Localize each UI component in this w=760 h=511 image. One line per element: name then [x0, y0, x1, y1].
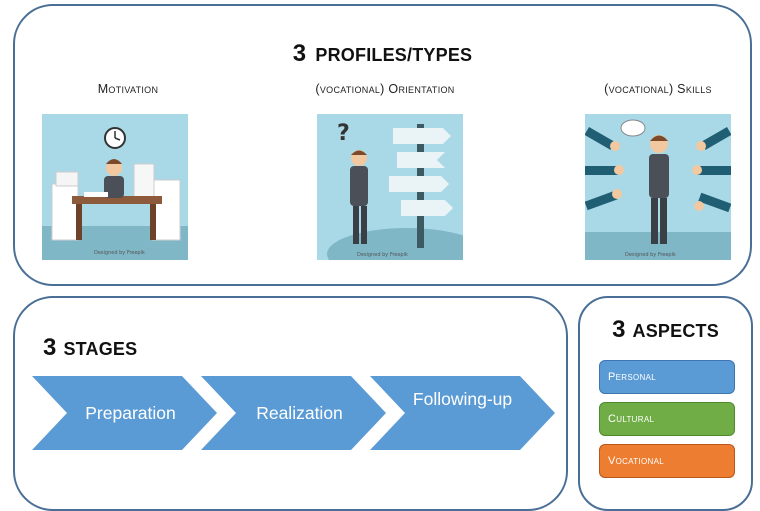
aspect-personal: Personal	[599, 360, 735, 394]
question-mark-icon: ?	[337, 121, 350, 146]
orientation-illustration: ? Designed by Freepik	[317, 114, 463, 260]
svg-text:Designed by Freepik: Designed by Freepik	[625, 252, 676, 258]
profile-label-orientation: (vocational) Orientation	[315, 82, 455, 96]
svg-text:Designed by Freepik: Designed by Freepik	[357, 252, 408, 258]
chevron-arrow-icon	[370, 376, 555, 450]
aspects-title: 3 aspects	[612, 316, 719, 343]
stages-panel: 3 stages Preparation Realization Followi…	[13, 296, 568, 511]
stage-chevron-realization: Realization	[201, 376, 386, 450]
stage-label: Preparation	[85, 402, 176, 423]
stage-chevron-following-up: Following-up	[370, 376, 555, 450]
profiles-panel: 3 profiles/types Motivation (vocational)…	[13, 4, 752, 286]
svg-text:Designed by Freepik: Designed by Freepik	[94, 250, 145, 256]
profile-label-skills: (vocational) Skills	[604, 82, 712, 96]
speech-bubble-icon	[620, 119, 646, 137]
chevron-arrow-icon	[32, 376, 217, 450]
profiles-title: 3 profiles/types	[292, 40, 473, 67]
stage-label: Following-up	[412, 388, 513, 409]
profile-label-motivation: Motivation	[97, 82, 159, 96]
aspects-panel: 3 aspects Personal Cultural Vocational	[578, 296, 753, 511]
aspect-vocational: Vocational	[599, 444, 735, 478]
stage-label: Realization	[256, 402, 343, 423]
stages-title: 3 stages	[43, 334, 138, 361]
chevron-arrow-icon	[201, 376, 386, 450]
skills-illustration: Designed by Freepik	[585, 114, 731, 260]
aspect-cultural: Cultural	[599, 402, 735, 436]
stage-chevron-preparation: Preparation	[32, 376, 217, 450]
motivation-illustration: Designed by Freepik	[42, 114, 188, 260]
